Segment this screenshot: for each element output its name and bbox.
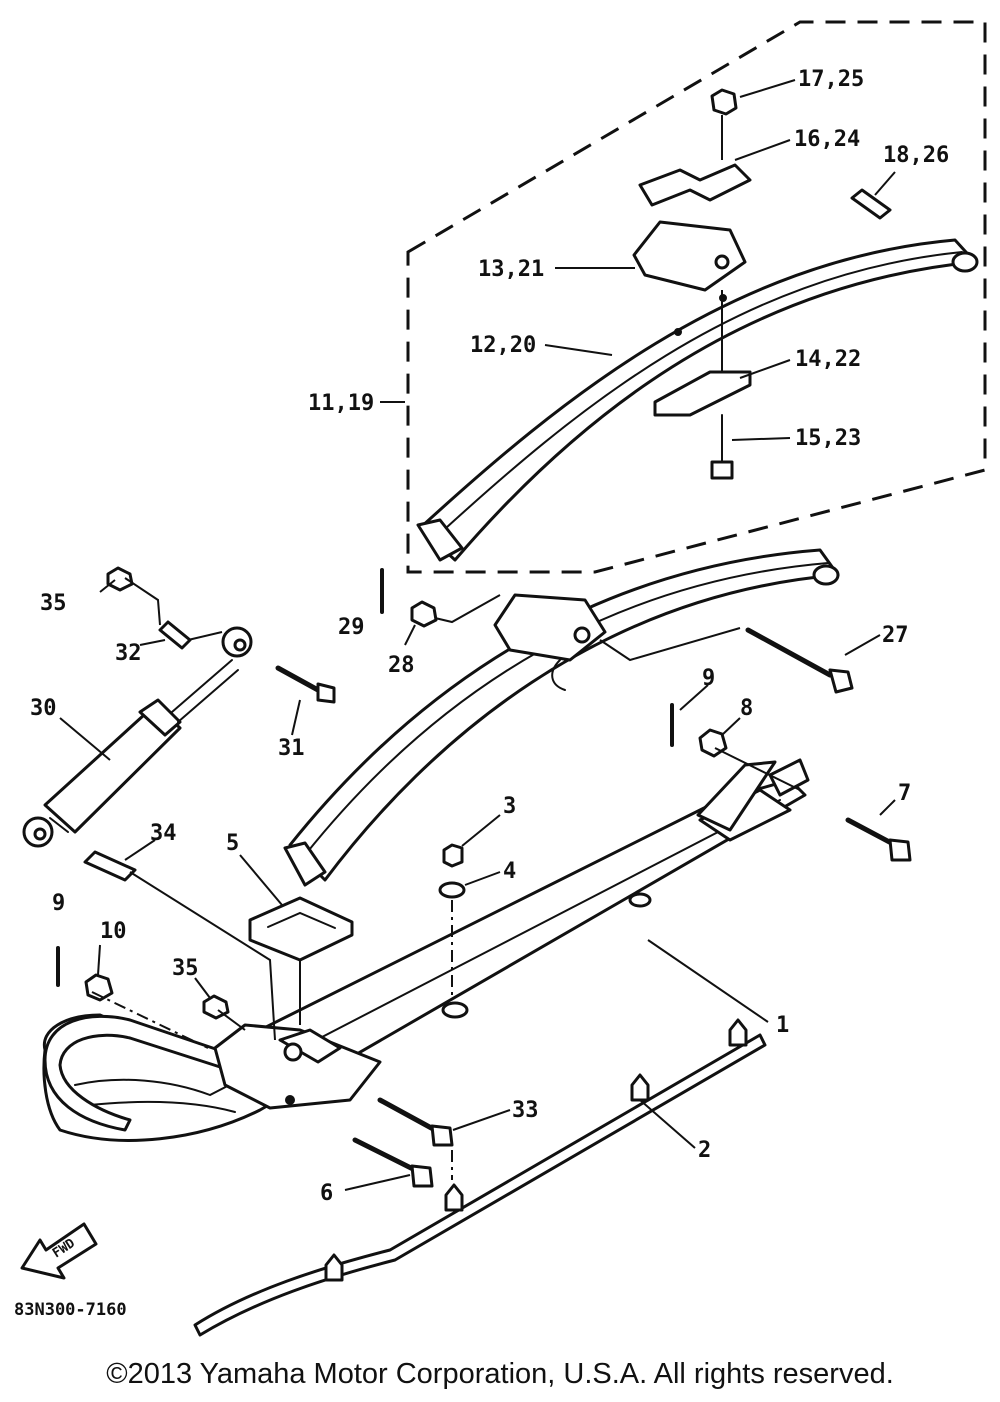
callout-12-20: 12,20 <box>470 333 536 358</box>
callout-7: 7 <box>898 781 911 806</box>
callout-33: 33 <box>512 1098 539 1123</box>
washer-4 <box>438 881 466 899</box>
callout-9-upper: 9 <box>702 666 715 691</box>
callout-6: 6 <box>320 1181 333 1206</box>
copyright-notice: ©2013 Yamaha Motor Corporation, U.S.A. A… <box>106 1358 894 1390</box>
callout-11-19: 11,19 <box>308 391 374 416</box>
nut-3 <box>442 843 464 868</box>
bolt-31 <box>275 665 336 704</box>
spring-plate <box>653 370 752 417</box>
callout-2: 2 <box>698 1138 711 1163</box>
callout-32: 32 <box>115 641 142 666</box>
callout-10: 10 <box>100 919 127 944</box>
nut-10 <box>84 973 114 1002</box>
bolt-7 <box>845 817 912 862</box>
callout-16-24: 16,24 <box>794 127 860 152</box>
callout-13-21: 13,21 <box>478 257 544 282</box>
callout-14-22: 14,22 <box>795 347 861 372</box>
wear-bar <box>193 1018 767 1337</box>
callout-35-lower: 35 <box>172 956 199 981</box>
callout-30: 30 <box>30 696 57 721</box>
callout-1: 1 <box>776 1013 789 1038</box>
callout-17-25: 17,25 <box>798 67 864 92</box>
callout-8: 8 <box>740 696 753 721</box>
collar-34 <box>83 850 137 882</box>
callout-31: 31 <box>278 736 305 761</box>
callout-18-26: 18,26 <box>883 143 949 168</box>
nut-28 <box>410 600 438 628</box>
callout-29: 29 <box>338 615 365 640</box>
drawing-code: 83N300-7160 <box>14 1300 127 1320</box>
callout-35-upper: 35 <box>40 591 67 616</box>
fwd-arrow-icon: FWD <box>20 1222 98 1280</box>
spring-clamp <box>638 163 752 207</box>
callout-9-lower: 9 <box>52 891 65 916</box>
collar-32 <box>158 620 192 650</box>
callout-3: 3 <box>503 794 516 819</box>
bolt-33 <box>377 1097 454 1147</box>
callout-15-23: 15,23 <box>795 426 861 451</box>
leaf-spring-upper <box>416 238 979 562</box>
shock-absorber <box>22 626 253 848</box>
spring-seat-assembled <box>493 593 607 662</box>
collar-top <box>850 188 892 220</box>
ski-handle <box>43 1014 250 1132</box>
spring-seat <box>632 220 747 292</box>
bushing-35-upper <box>106 566 134 592</box>
bolt-27 <box>745 627 854 694</box>
callout-28: 28 <box>388 653 415 678</box>
callout-27: 27 <box>882 623 909 648</box>
spring-assembly-enclosure <box>406 20 987 574</box>
callout-4: 4 <box>503 859 516 884</box>
nut-top <box>710 88 738 116</box>
bolt-15-23 <box>710 414 734 480</box>
callout-5: 5 <box>226 831 239 856</box>
leaf-spring-lower <box>283 548 840 887</box>
bolt-6 <box>352 1137 434 1188</box>
callout-34: 34 <box>150 821 177 846</box>
spacer-5 <box>248 896 354 962</box>
